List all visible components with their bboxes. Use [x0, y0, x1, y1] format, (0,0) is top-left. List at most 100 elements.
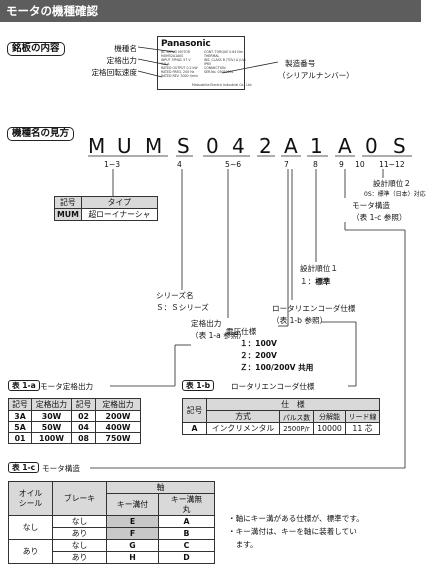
label-design-order-1-val: １：標準: [300, 276, 330, 287]
label-motor-structure-ref: （表 1-c 参照）: [352, 213, 407, 222]
label-serial-number-sub: （シリアルナンバー）: [278, 71, 354, 80]
table-header: タイプ: [80, 196, 158, 209]
table-row: 01 100W 08 750W: [8, 432, 141, 444]
table-cell: 2500P/r: [279, 422, 314, 435]
table-cell: 02: [71, 410, 96, 422]
table-1a-title: モータ定格出力: [40, 382, 94, 391]
table-header: 記号: [182, 398, 207, 423]
table-1a: 記号 定格出力 記号 定格出力 3A 30W 02 200W 5A 50W 04…: [8, 398, 141, 444]
table-cell: MUM: [54, 208, 82, 221]
table-row: 5A 50W 04 400W: [8, 421, 141, 433]
table-row: あり なし G C: [8, 539, 215, 564]
table-row: なし なし E A: [8, 515, 215, 540]
plate-line: RATED OUTPUT 0.2 kW: [161, 66, 198, 70]
table-header: 定格出力: [95, 398, 141, 411]
table-header: 記号: [54, 196, 82, 209]
table-header: 分解能: [313, 410, 346, 423]
table-header-row: 記号 タイプ: [54, 196, 158, 209]
model-letter: 4: [232, 134, 245, 158]
plate-line: RATED FREQ. 200 Hz: [161, 70, 195, 74]
table-cell: A: [158, 515, 215, 528]
plate-line: SER.No. 03050001: [204, 70, 234, 74]
plate-line: MUM52A1A0S: [161, 54, 184, 58]
table-row: A インクリメンタル 2500P/r 10000 11 芯: [182, 422, 380, 435]
label-design-order-1: 設計順位１: [300, 264, 338, 273]
table-cell: なし: [52, 515, 107, 528]
table-cell: 400W: [95, 421, 141, 433]
nameplate-image: Panasonic AC SERVO MOTOR MUM52A1A0S INPU…: [157, 36, 252, 90]
table-cell: G: [106, 539, 159, 552]
table-cell: B: [158, 527, 215, 540]
table-1a-tag: 表 1-a: [8, 380, 40, 391]
table-cell: 30W: [31, 410, 72, 422]
table-cell: 750W: [95, 432, 141, 444]
model-letter: A: [338, 134, 352, 158]
plate-line: RATED REV. 3000 r/min: [161, 74, 198, 78]
model-letter: 0: [206, 134, 219, 158]
table-cell: 100W: [31, 432, 72, 444]
table-header: リード線: [345, 410, 380, 423]
position-number: 9: [339, 160, 344, 169]
table-header: 軸: [106, 481, 215, 494]
position-number: 7: [284, 160, 289, 169]
table-cell: A: [182, 422, 207, 435]
table-row: あり F B: [9, 527, 215, 540]
table-cell: 04: [71, 421, 96, 433]
label-voltage-spec: 電圧仕様: [226, 327, 257, 336]
model-letter: M: [145, 134, 163, 158]
position-number: 10: [355, 160, 365, 169]
label-rated-output-code: 定格出力: [191, 319, 222, 328]
table-cell: 01: [8, 432, 32, 444]
voltage-value: ２：200V: [240, 351, 277, 360]
table-cell: あり: [52, 527, 107, 540]
label-rated-output-ref: （表 1-a 参照）: [191, 331, 247, 340]
label-serial-number: 製造番号: [285, 59, 316, 68]
table-header: 仕 様: [206, 398, 380, 411]
table-header-row: オイルシール ブレーキ 軸: [8, 481, 215, 516]
table-cell: C: [158, 539, 215, 552]
table-header: 方式: [206, 410, 280, 423]
plate-line: Matsushita Electric Industrial Co., Ltd.: [192, 83, 253, 87]
plate-line: IP65: [204, 62, 211, 66]
design-order-1-value: 標準: [315, 277, 331, 286]
table-cell: D: [158, 551, 215, 564]
position-number: 11~12: [379, 160, 405, 169]
position-number: 8: [313, 160, 318, 169]
table-header: パルス数: [279, 410, 314, 423]
nameplate-section-pill: 銘板の内容: [7, 42, 65, 56]
label-series-name: シリーズ名: [156, 291, 194, 300]
table-header-text: キー溝無: [170, 494, 203, 504]
table-header: キー溝無丸: [158, 493, 215, 516]
label-rated-speed: 定格回転速度: [91, 68, 137, 77]
label-model-name: 機種名: [114, 44, 137, 53]
table-1c: オイルシール ブレーキ 軸 キー溝付 キー溝無丸 なし なし E A あり F …: [8, 481, 215, 564]
position-number: 5~6: [225, 160, 242, 169]
plate-brand-logo: Panasonic: [161, 39, 211, 49]
table-cell: 11 芯: [345, 422, 380, 435]
label-design-order-2-sub: 0S：標準（日本）対応: [364, 191, 426, 198]
position-number: 1~3: [104, 160, 121, 169]
table-row: MUM 超ローイナーシャ: [54, 208, 158, 221]
label-motor-structure: モータ構造: [352, 201, 390, 210]
table-1b-tag: 表 1-b: [182, 380, 215, 391]
table-cell: あり: [8, 539, 53, 564]
label-encoder-ref: （表 1-b 参照）: [272, 316, 328, 325]
table-cell: インクリメンタル: [206, 422, 280, 435]
model-letter: A: [284, 134, 298, 158]
table-1b: 記号 仕 様 方式 パルス数 分解能 リード線 A インクリメンタル 2500P…: [182, 398, 380, 435]
plate-line: INS. CLASS B (TÜV) A (UL): [204, 58, 246, 62]
table-1b-title: ロータリエンコーダ仕様: [231, 382, 315, 391]
table-header-row: キー溝付 キー溝無丸: [9, 493, 215, 516]
table-row: あり H D: [9, 551, 215, 564]
plate-line: CONT. TORQUE 0.64 Nm: [204, 50, 243, 54]
plate-line: THERMAL: [204, 54, 220, 58]
note-line: ます。: [228, 540, 258, 549]
table-header: オイルシール: [8, 481, 53, 516]
model-letter: S: [393, 134, 406, 158]
model-letter: 0: [365, 134, 378, 158]
table-cell: あり: [52, 551, 107, 564]
table-header: 記号: [8, 398, 32, 411]
voltage-value: Ｚ：100/200V 共用: [240, 363, 314, 372]
model-letter: 2: [259, 134, 272, 158]
table-row: 3A 30W 02 200W: [8, 410, 141, 422]
